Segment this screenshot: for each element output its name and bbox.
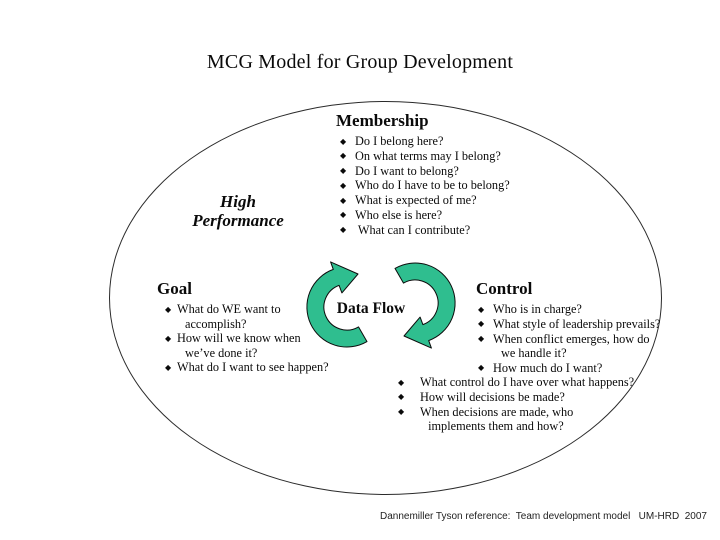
bullet-text: What do I want to see happen? [177,360,329,375]
diamond-bullet-icon: ◆ [398,377,405,387]
bullet-text: What do WE want to [177,302,281,316]
diamond-bullet-icon: ◆ [398,392,405,402]
bullet-item: ◆ Do I want to belong? [336,164,510,179]
bullet-text: How much do I want? [493,360,603,375]
diamond-bullet-icon: ◆ [478,319,485,329]
bullet-item: ◆ How will we know when [157,331,329,346]
cycle-arrows-icon [306,261,456,349]
bullet-text: Who is in charge? [493,302,582,316]
bullet-text: Do I belong here? [355,134,444,148]
goal-heading: Goal [157,279,192,298]
cycle-arrow-left [306,261,368,348]
high-performance-label: High Performance [168,192,308,230]
diamond-bullet-icon: ◆ [398,407,405,417]
bullet-text: Who do I have to be to belong? [355,178,510,193]
diamond-bullet-icon: ◆ [478,363,485,373]
diamond-bullet-icon: ◆ [340,195,347,205]
bullet-item: ◆ When decisions are made, who [396,405,634,420]
bullet-continuation: accomplish? [185,316,247,331]
control-section: Control ◆ Who is in charge? ◆ What style o… [476,279,660,375]
diamond-bullet-icon: ◆ [340,225,347,235]
control-lower-section: ◆ What control do I have over what happen… [396,375,634,434]
bullet-item: ◆ What do WE want to [157,302,329,317]
bullet-item: ◆ Who is in charge? [476,302,660,317]
bullet-text: Do I want to belong? [355,163,459,178]
ellipse-boundary [109,101,662,495]
bullet-item: ◆ What style of leadership prevails? [476,317,660,332]
bullet-continuation: we’ve done it? [185,345,258,360]
cycle-arrow-right [394,262,456,349]
bullet-text: What can I contribute? [355,222,471,237]
control-heading: Control [476,279,533,298]
data-flow-graphic: Data Flow [301,255,461,355]
data-flow-label: Data Flow [336,300,406,317]
bullet-text: How will we know when [177,331,301,346]
bullet-item: ◆ Who do I have to be to belong? [336,178,510,193]
bullet-continuation: we handle it? [501,346,567,361]
bullet-continuation: implements them and how? [425,419,564,434]
diamond-bullet-icon: ◆ [340,166,347,176]
high-performance-line1: High [220,192,256,211]
bullet-item: ◆ Do I belong here? [336,134,510,149]
diamond-bullet-icon: ◆ [340,136,347,146]
bullet-text: On what terms may I belong? [355,148,501,163]
bullet-item: ◆ When conflict emerges, how do [476,332,660,347]
bullet-text: How will decisions be made? [420,389,565,404]
bullet-item: ◆ What can I contribute? [336,223,510,238]
reference-footnote: Dannemiller Tyson reference: Team develo… [379,511,707,522]
bullet-text: When conflict emerges, how do [493,331,650,346]
diamond-bullet-icon: ◆ [340,151,347,161]
bullet-item: ◆ What do I want to see happen? [157,360,329,375]
goal-section: Goal ◆ What do WE want to accomplish? ◆ Ho… [157,279,329,375]
diamond-bullet-icon: ◆ [165,333,172,343]
diamond-bullet-icon: ◆ [340,210,347,220]
membership-heading: Membership [336,111,429,130]
bullet-text: When decisions are made, who [420,404,574,419]
bullet-item: ◆ What control do I have over what happen… [396,375,634,390]
bullet-text: What control do I have over what happens… [420,375,635,389]
bullet-item: ◆ On what terms may I belong? [336,149,510,164]
slide-title: MCG Model for Group Development [206,51,514,73]
bullet-item: ◆ Who else is here? [336,208,510,223]
bullet-text: What style of leadership prevails? [493,316,661,331]
high-performance-line2: Performance [192,211,284,230]
diamond-bullet-icon: ◆ [478,334,485,344]
bullet-item: ◆ What is expected of me? [336,193,510,208]
diamond-bullet-icon: ◆ [165,362,172,372]
bullet-text: What is expected of me? [355,193,477,208]
membership-section: Membership ◆ Do I belong here? ◆ On what t… [336,111,510,238]
bullet-item: ◆ How much do I want? [476,361,660,376]
bullet-text: Who else is here? [355,207,443,222]
diamond-bullet-icon: ◆ [165,304,172,314]
bullet-item: ◆ How will decisions be made? [396,390,634,405]
diamond-bullet-icon: ◆ [478,304,485,314]
diamond-bullet-icon: ◆ [340,180,347,190]
